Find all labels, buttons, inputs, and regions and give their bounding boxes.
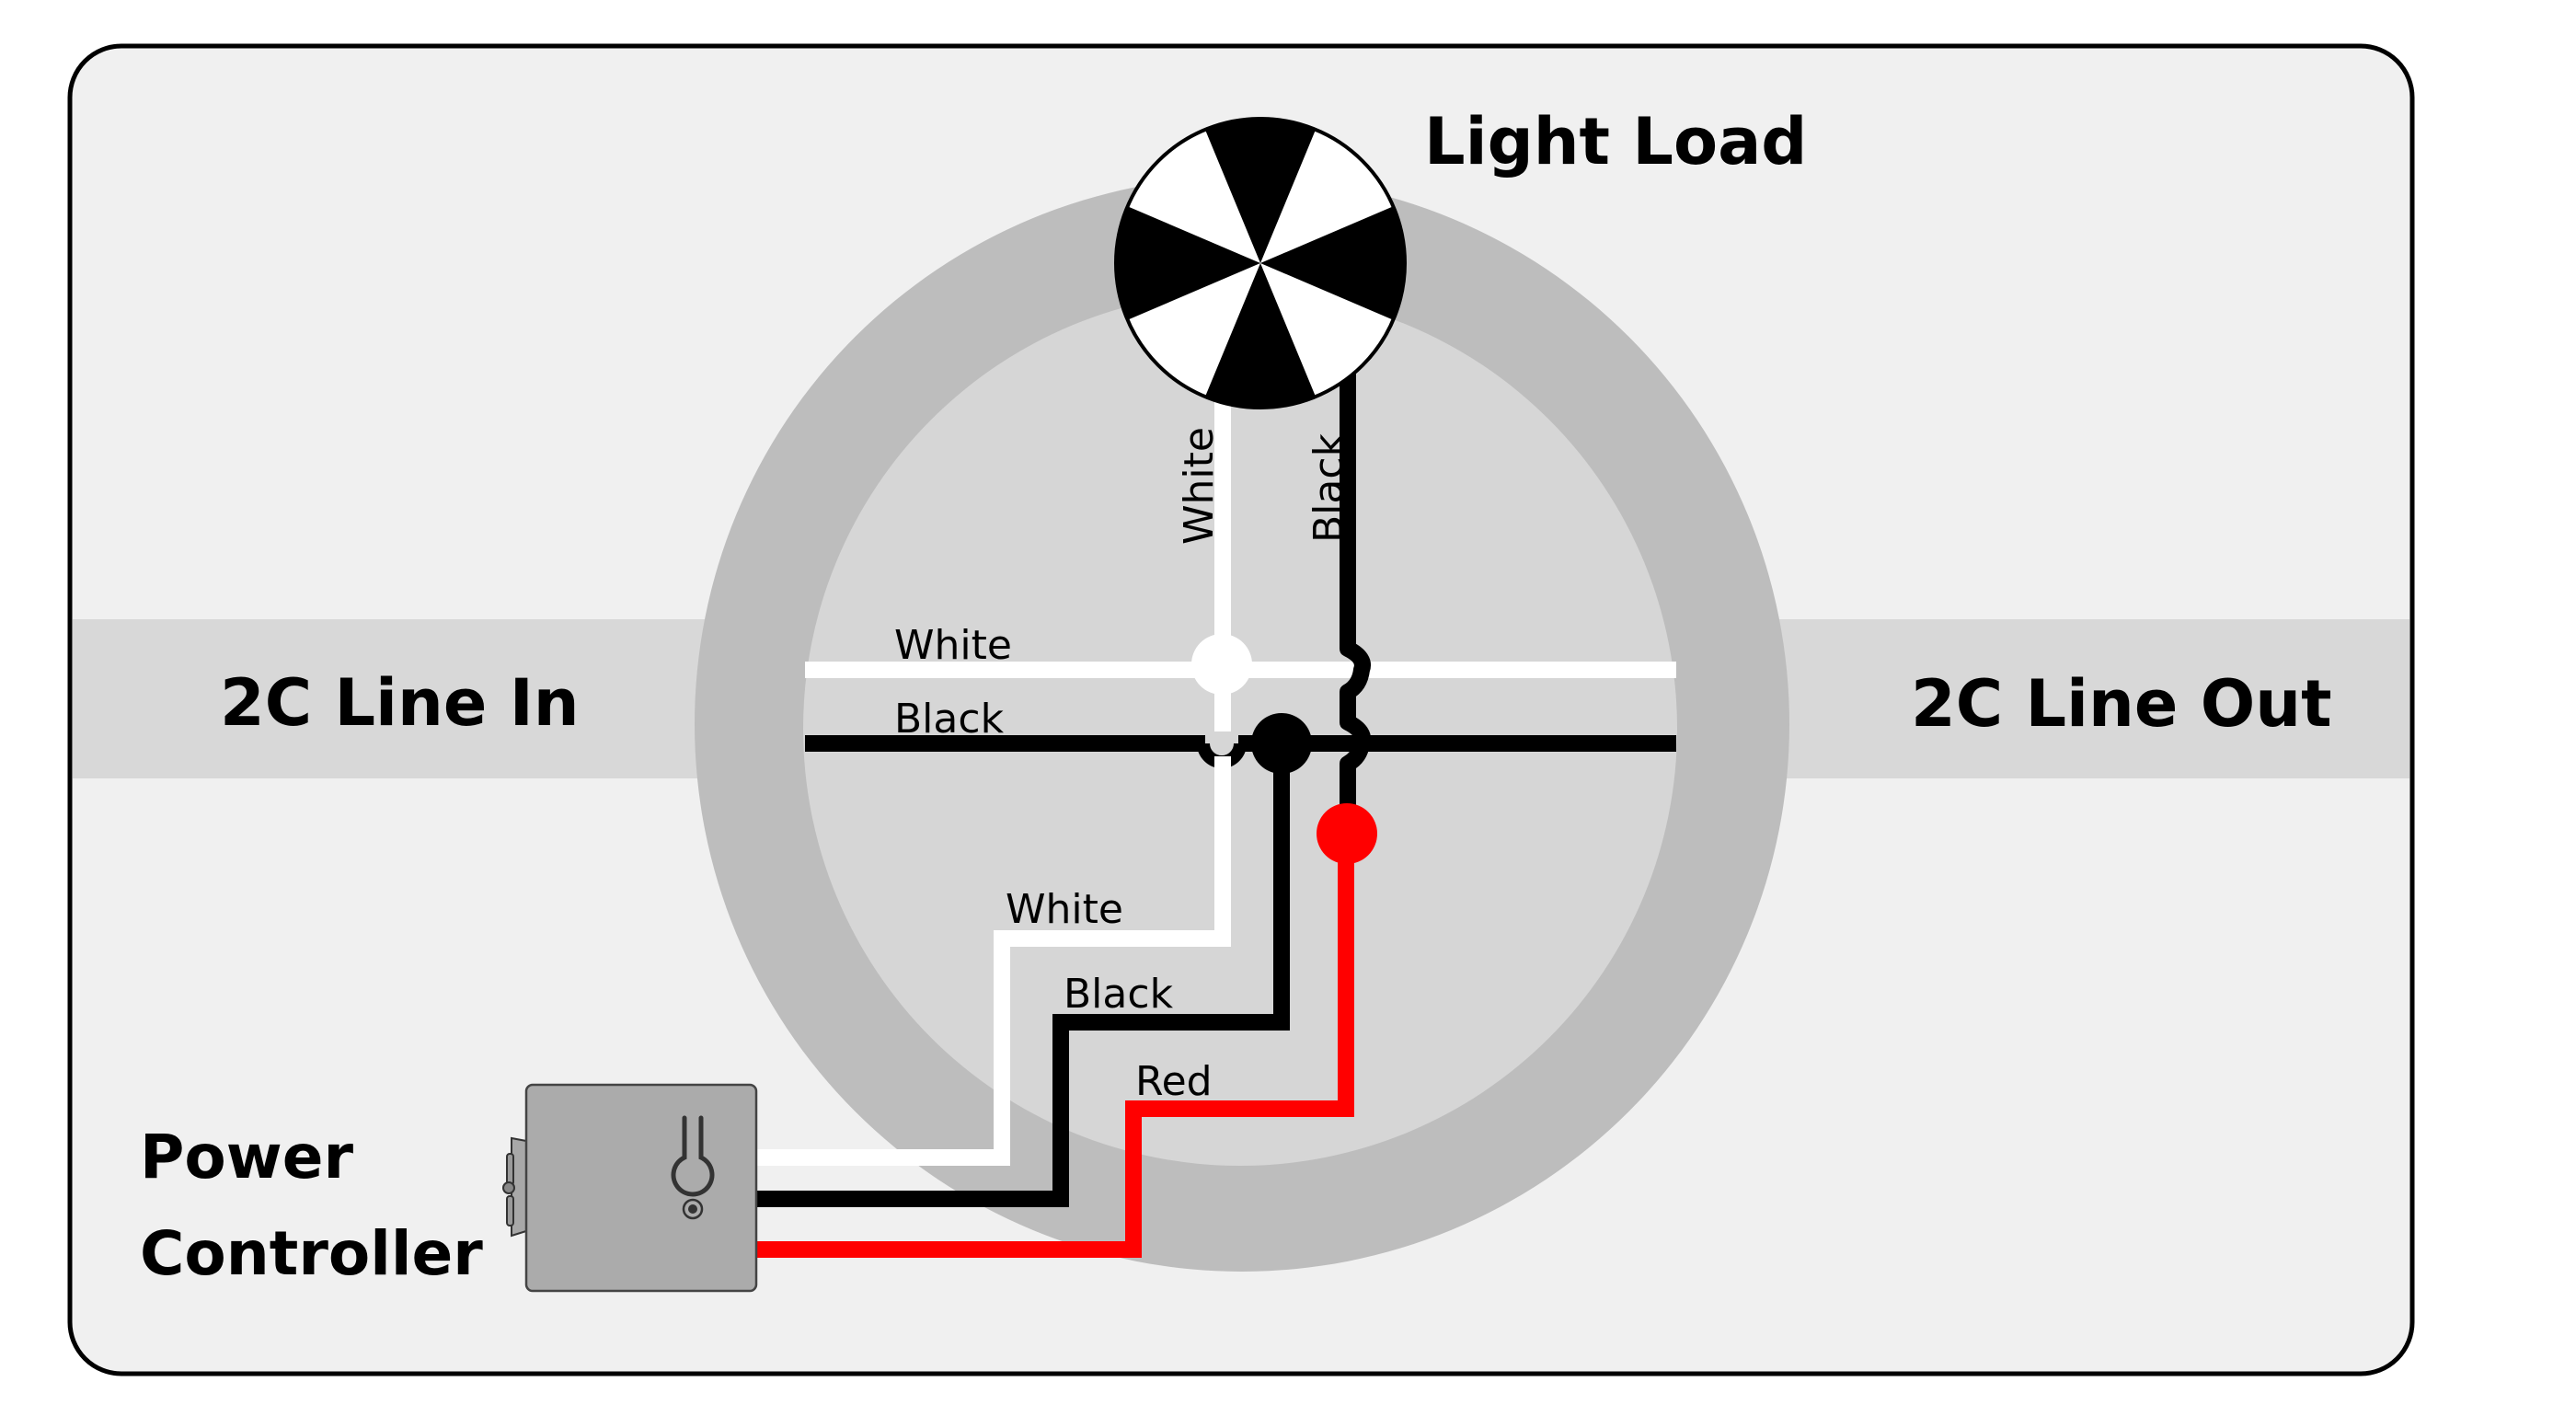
controller-box-icon [502,1083,758,1293]
ctrl-white-label: White [1006,886,1123,933]
power-label-line1: Power [140,1122,353,1192]
controller-knob-bottom [506,1195,514,1226]
ctrl-black-label: Black [1064,971,1174,1018]
bus-black-label: Black [894,696,1005,743]
red-controller-wire [756,834,1354,1258]
light-load-label: Light Load [1424,104,1807,179]
lamp-white-label: White [1176,427,1223,545]
line-out-label: 2C Line Out [1911,666,2332,742]
black-controller-wire [756,743,1290,1207]
light-bulb-icon [1114,117,1407,409]
junction-box-inner [803,292,1677,1166]
line-in-label: 2C Line In [220,665,580,741]
bus-white-label: White [894,622,1012,669]
controller-knob-top [506,1153,514,1186]
controller-body [524,1083,758,1293]
controller-knob [502,1181,515,1194]
black-junction-dot [1251,713,1312,774]
ctrl-red-label: Red [1135,1058,1213,1105]
controller-slot-icon [671,1115,715,1197]
black-lamp-wire [1340,368,1371,834]
white-junction-dot [1191,634,1252,695]
lamp-black-label: Black [1305,432,1352,543]
controller-led-ring [682,1198,704,1220]
controller-led [688,1204,697,1214]
power-label-line2: Controller [140,1218,483,1289]
red-junction-dot [1317,803,1377,864]
